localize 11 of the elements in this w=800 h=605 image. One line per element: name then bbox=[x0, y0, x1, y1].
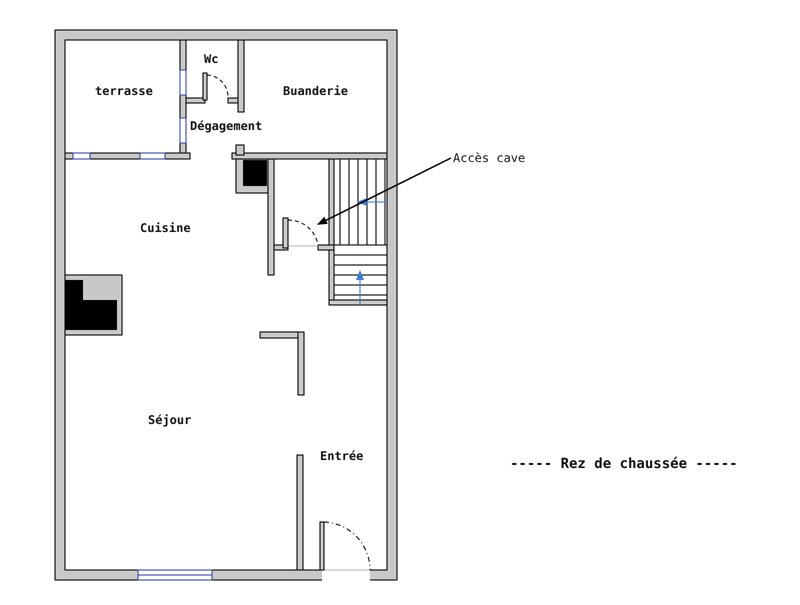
room-label: Séjour bbox=[148, 413, 192, 427]
room-label: terrasse bbox=[95, 84, 153, 98]
room-label: Cuisine bbox=[140, 221, 191, 235]
callout-label: Accès cave bbox=[453, 151, 526, 165]
room-label: Dégagement bbox=[190, 119, 262, 133]
door-symbol bbox=[282, 218, 318, 248]
room-label: Buanderie bbox=[283, 84, 348, 98]
leader-line bbox=[317, 157, 452, 225]
room-label: Wc bbox=[204, 52, 218, 66]
plan-caption: ----- Rez de chaussée ----- bbox=[510, 456, 738, 472]
room-label: Entrée bbox=[320, 449, 364, 463]
